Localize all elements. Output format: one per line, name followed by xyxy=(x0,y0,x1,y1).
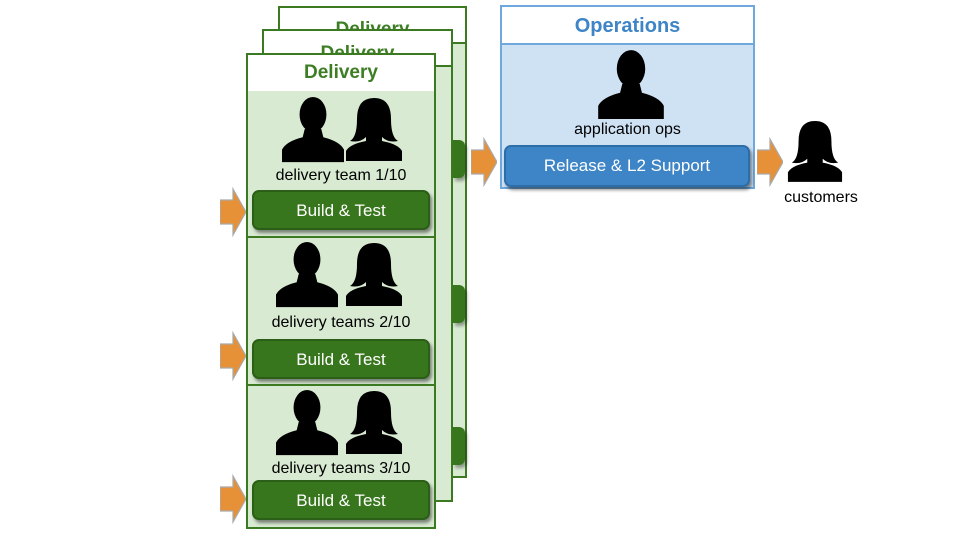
release-l2-support-button[interactable]: Release & L2 Support xyxy=(504,145,750,187)
section-divider xyxy=(248,236,434,238)
operations-card: Operations application ops Release & L2 … xyxy=(500,5,755,189)
delivery-team-label: delivery teams 3/10 xyxy=(271,460,411,477)
back-card-button-stub xyxy=(453,427,465,465)
application-ops-label: application ops xyxy=(574,121,681,138)
arrow-right-icon xyxy=(757,137,783,187)
arrow-right-icon xyxy=(220,331,246,381)
female-silhouette-icon xyxy=(344,95,404,163)
delivery-team-section-3: delivery teams 3/10 Build & Test xyxy=(248,386,434,527)
delivery-card-front: Delivery delivery team 1/10 Build & Test… xyxy=(246,53,436,529)
delivery-team-section-1: delivery team 1/10 Build & Test xyxy=(248,91,434,236)
arrow-right-icon xyxy=(220,187,246,237)
back-card-button-stub xyxy=(453,285,465,323)
customers-label: customers xyxy=(784,189,858,206)
build-test-button[interactable]: Build & Test xyxy=(252,339,430,379)
build-test-button[interactable]: Build & Test xyxy=(252,190,430,230)
back-card-button-stub xyxy=(453,140,465,178)
female-silhouette-icon xyxy=(344,388,404,456)
delivery-card-title: Delivery xyxy=(248,55,434,89)
male-silhouette-icon xyxy=(276,388,338,456)
female-silhouette-icon xyxy=(786,116,844,186)
operations-body: application ops Release & L2 Support xyxy=(502,43,753,187)
section-divider xyxy=(248,384,434,386)
arrow-right-icon xyxy=(471,137,497,187)
operations-title: Operations xyxy=(574,15,681,37)
male-silhouette-icon xyxy=(282,95,344,163)
male-silhouette-icon xyxy=(598,49,664,119)
delivery-team-label: delivery team 1/10 xyxy=(275,167,407,184)
male-silhouette-icon xyxy=(276,240,338,308)
build-test-button[interactable]: Build & Test xyxy=(252,480,430,520)
female-silhouette-icon xyxy=(344,240,404,308)
arrow-right-icon xyxy=(220,474,246,524)
delivery-team-label: delivery teams 2/10 xyxy=(271,314,411,331)
delivery-team-section-2: delivery teams 2/10 Build & Test xyxy=(248,238,434,384)
